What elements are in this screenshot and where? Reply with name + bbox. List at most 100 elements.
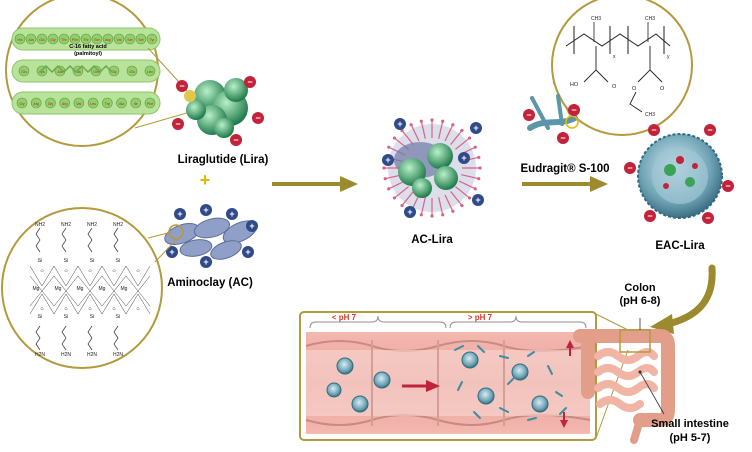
negative-charge — [176, 80, 188, 92]
amino-acid-bead — [124, 33, 136, 45]
positive-charge — [200, 256, 212, 268]
amino-acid-label: Ser — [94, 38, 100, 42]
charge-symbol: − — [571, 105, 576, 115]
amino-acid-bead — [14, 33, 26, 45]
charge-symbol: − — [175, 119, 180, 129]
amino-acid-label: Val — [76, 102, 81, 106]
fatty-acid-label-2: (palmitoyl) — [74, 51, 102, 57]
ac-zoom-connector-bottom — [154, 237, 179, 263]
oxygen-label: O — [112, 306, 115, 311]
amino-acid-bead — [126, 65, 138, 77]
zoom-connector-bottom — [134, 111, 191, 129]
negative-charge — [722, 180, 734, 192]
oxygen-label: O — [40, 268, 43, 273]
oxygen-label: O — [112, 268, 115, 273]
charge-symbol: + — [473, 123, 478, 133]
charge-symbol: − — [179, 81, 184, 91]
amino-acid-label: Thr — [61, 38, 67, 42]
charge-symbol: − — [526, 110, 531, 120]
amine-bottom-label: H2N — [87, 352, 97, 358]
negative-charge — [172, 118, 184, 130]
positive-charge — [174, 208, 186, 220]
ac-zoom-connector-top — [147, 231, 173, 239]
negative-charge — [244, 76, 256, 88]
negative-charge — [230, 134, 242, 146]
amino-acid-label: Ala — [75, 70, 80, 74]
amino-acid-label: Trp — [105, 102, 110, 106]
ac-lira-label: AC-Lira — [411, 234, 453, 246]
amino-acid-bead — [69, 33, 81, 45]
charge-symbol: − — [707, 125, 712, 135]
amino-acid-label: Gly — [48, 102, 54, 106]
ph-low-label: < pH 7 — [332, 313, 357, 322]
negative-charge — [644, 210, 656, 222]
negative-charge — [252, 112, 264, 124]
intestine-pointer-dot — [638, 370, 642, 374]
amino-acid-bead — [30, 97, 42, 109]
positive-charge — [242, 246, 254, 258]
aminoclay-zoom-circle: NH2SiH2NSiNH2SiH2NSiNH2SiH2NSiNH2SiH2NSi… — [1, 207, 163, 369]
amino-acid-bead — [102, 97, 113, 109]
intestine-pointer — [639, 371, 665, 415]
ac-lira-positive-charges: ++++++ — [382, 118, 484, 218]
small-intestine-name: Small intestine — [651, 418, 729, 430]
fatty-acid-chain — [39, 64, 113, 74]
charge-symbol: + — [245, 247, 250, 257]
colon-name: Colon — [624, 282, 655, 294]
ester-methyl-label: CH3 — [645, 112, 655, 118]
charge-symbol: + — [169, 247, 174, 257]
eac-lira-label: EAC-Lira — [655, 240, 705, 252]
amino-acid-bead — [130, 97, 142, 109]
charge-symbol: − — [560, 133, 565, 143]
colon-ph: (pH 6-8) — [620, 295, 661, 307]
negative-charge — [557, 132, 569, 144]
amino-acid-bead — [108, 65, 120, 77]
charge-symbol: − — [233, 135, 238, 145]
charge-symbol: + — [407, 207, 412, 217]
positive-charge — [394, 118, 406, 130]
magnesium-label: Mg — [99, 286, 106, 292]
amino-acid-label: Ser — [138, 38, 144, 42]
acid-group-label: HO — [570, 82, 579, 88]
amino-acid-label: Arg — [62, 102, 68, 106]
amino-acid-label: Arg — [33, 102, 39, 106]
negative-charge — [702, 212, 714, 224]
amino-acid-label: Thr — [83, 38, 89, 42]
amino-acid-bead — [116, 97, 127, 109]
amino-acid-label: Ser — [127, 38, 133, 42]
charge-symbol: + — [177, 209, 182, 219]
charge-symbol: + — [249, 221, 254, 231]
silicon-label: Si — [64, 258, 68, 264]
magnesium-label: Mg — [77, 286, 84, 292]
liraglutide-negative-charges: −−−−− — [172, 76, 264, 146]
amino-acid-bead — [16, 97, 28, 109]
arrow-to-ac-lira — [272, 176, 358, 192]
charge-symbol: − — [705, 213, 710, 223]
ph-high-label: > pH 7 — [468, 313, 493, 322]
positive-charge — [470, 122, 482, 134]
amino-acid-bead — [102, 33, 114, 45]
fatty-acid-label-1: C-16 fatty acid — [69, 44, 107, 50]
positive-charge — [226, 208, 238, 220]
amino-acid-label: Glu — [129, 70, 135, 74]
amino-acid-bead — [18, 65, 30, 77]
positive-charge — [472, 194, 484, 206]
subscript-y: y — [667, 54, 670, 60]
charge-symbol: + — [475, 195, 480, 205]
amino-acid-label: Glu — [39, 38, 45, 42]
charge-symbol: − — [651, 125, 656, 135]
amino-acid-label: Glu — [21, 70, 27, 74]
amino-acid-bead — [80, 33, 92, 45]
amino-acid-label: Phe — [147, 102, 153, 106]
silicon-label: Si — [90, 258, 94, 264]
small-intestine-ph: (pH 5-7) — [670, 432, 711, 444]
negative-charge — [704, 124, 716, 136]
amino-acid-label: Leu — [147, 70, 153, 74]
methyl-left-label: CH3 — [591, 16, 601, 22]
amino-acid-bead — [87, 97, 99, 109]
oxygen-label: O — [64, 306, 67, 311]
negative-charge — [624, 162, 636, 174]
arrow-to-eac-lira — [522, 176, 608, 192]
